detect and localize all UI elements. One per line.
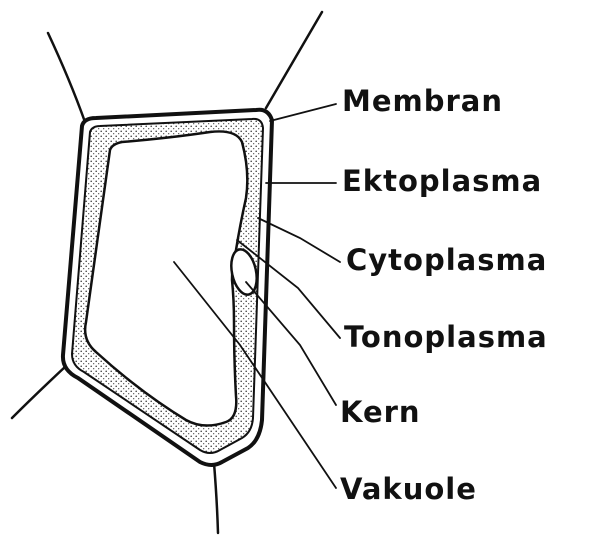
leader-membran — [270, 104, 336, 121]
leader-cytoplasma — [258, 218, 340, 262]
label-vakuole: Vakuole — [340, 472, 477, 506]
label-tonoplasma: Tonoplasma — [344, 320, 548, 354]
label-kern: Kern — [340, 395, 421, 429]
label-membran: Membran — [342, 84, 503, 118]
label-ektoplasma: Ektoplasma — [342, 164, 542, 198]
label-cytoplasma: Cytoplasma — [346, 243, 547, 277]
